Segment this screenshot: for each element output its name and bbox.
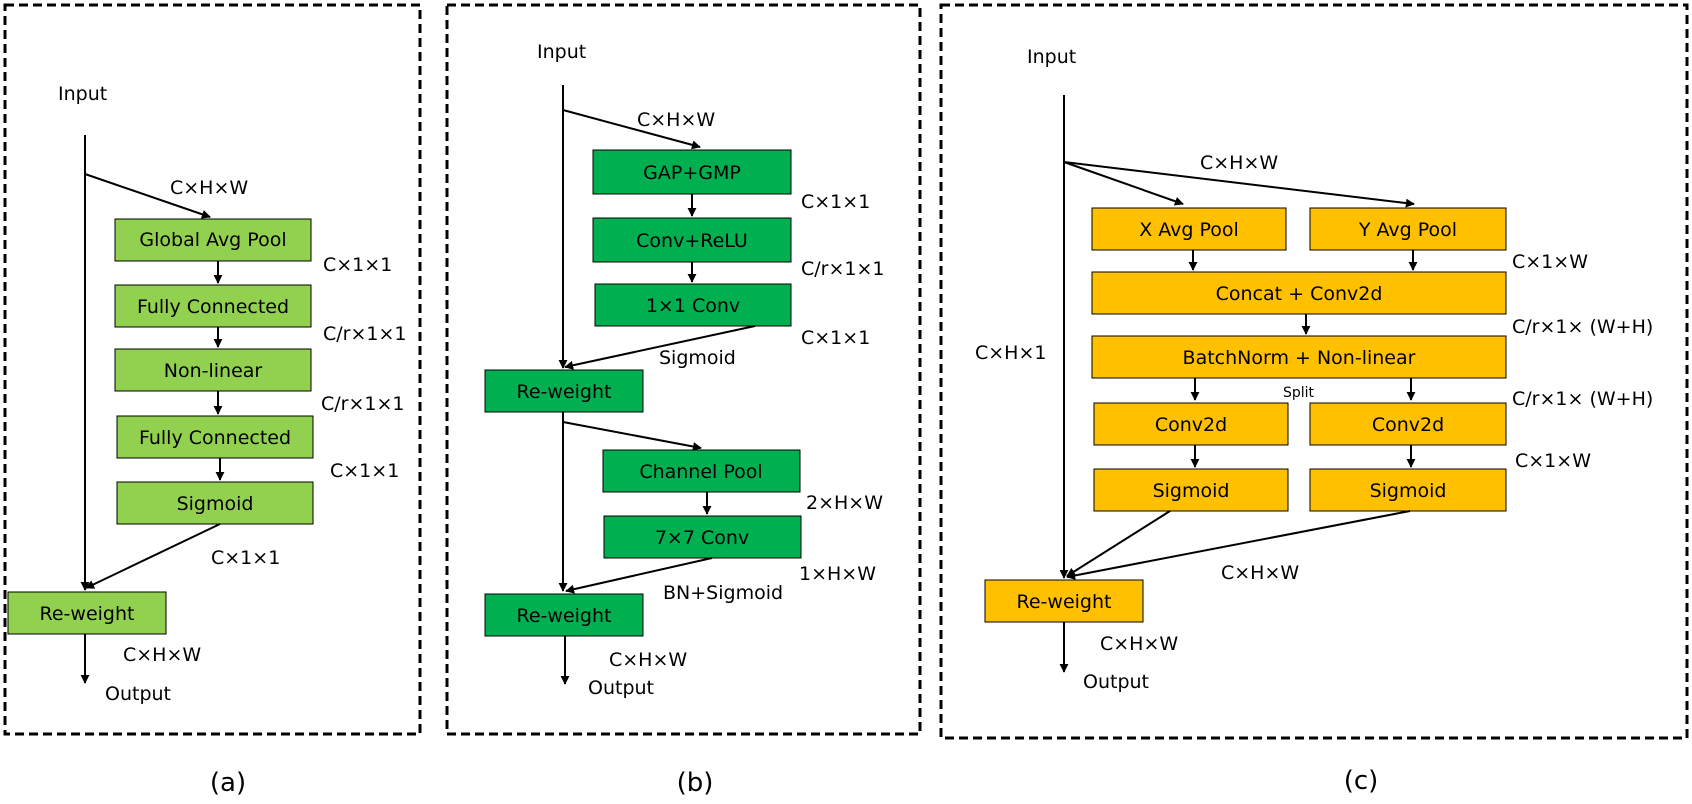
panel-b-dim-output: C×H×W bbox=[609, 649, 687, 671]
panel-c-sigmoid-right-to-reweight-arrow bbox=[1066, 510, 1411, 580]
panel-a-sigmoid-box bbox=[116, 481, 314, 525]
panel-a-dim-nonlinear: C/r×1×1 bbox=[321, 393, 405, 415]
panel-b-7x7-conv-box bbox=[603, 515, 802, 559]
panel-c-sigmoid-right-label: Sigmoid bbox=[1370, 480, 1447, 502]
panel-b-reweight-1-label: Re-weight bbox=[517, 381, 612, 403]
panel-b-dim-7x7: 1×H×W bbox=[799, 563, 876, 585]
panel-b-sigmoid-label: Sigmoid bbox=[659, 347, 736, 369]
panel-a-fully-connected-2-label: Fully Connected bbox=[139, 427, 291, 449]
panel-b-dim-1x1: C×1×1 bbox=[801, 327, 870, 349]
panel-b-caption: (b) bbox=[677, 768, 714, 798]
panel-c-branch-y-arrow bbox=[1063, 161, 1415, 208]
panel-a-dim-output: C×H×W bbox=[123, 644, 201, 666]
panel-c-concat-conv2d-label: Concat + Conv2d bbox=[1216, 283, 1383, 305]
panel-a-fully-connected-2-box bbox=[116, 415, 314, 459]
panel-a-caption: (a) bbox=[210, 768, 246, 798]
panel-b-channel-pool-box bbox=[602, 449, 801, 493]
panel-c-reweight-label: Re-weight bbox=[1017, 591, 1112, 613]
panel-c-x-avg-pool-box bbox=[1091, 207, 1287, 251]
panel-c-branch-x-arrow bbox=[1063, 161, 1184, 206]
panel-c-frame bbox=[939, 3, 1689, 740]
panel-a: Input C×H×W Global Avg Pool C×1×1 Fully … bbox=[3, 3, 422, 798]
panel-a-dim-fc1: C/r×1×1 bbox=[323, 323, 407, 345]
panel-c-dim-pool: C×1×W bbox=[1512, 251, 1588, 273]
panel-c-conv2d-right-box bbox=[1309, 402, 1507, 446]
panel-c-dim-input: C×H×W bbox=[1200, 152, 1278, 174]
panel-c-conv2d-right-label: Conv2d bbox=[1372, 414, 1444, 436]
panel-b-reweight-2-label: Re-weight bbox=[517, 605, 612, 627]
panel-b-dim-channel-pool: 2×H×W bbox=[806, 492, 883, 514]
panel-b-channel-pool-label: Channel Pool bbox=[639, 461, 762, 483]
panel-b: Input C×H×W GAP+GMP C×1×1 Conv+ReLU C/r×… bbox=[445, 3, 922, 798]
panel-a-global-avg-pool-box bbox=[114, 218, 312, 262]
panel-b-1x1-conv-box bbox=[594, 283, 792, 327]
panel-b-conv-relu-box bbox=[592, 217, 792, 263]
panel-a-fully-connected-1-label: Fully Connected bbox=[137, 296, 289, 318]
panel-b-reweight-2-box bbox=[484, 593, 644, 637]
panel-b-input-label: Input bbox=[537, 41, 586, 63]
panel-c-dim-residual: C×H×1 bbox=[975, 342, 1046, 364]
panel-a-input-label: Input bbox=[58, 83, 107, 105]
panel-c-dim-concat: C/r×1× (W+H) bbox=[1512, 316, 1653, 338]
panel-a-global-avg-pool-label: Global Avg Pool bbox=[139, 229, 286, 251]
panel-a-reweight-box bbox=[7, 591, 167, 635]
panel-b-7x7-conv-label: 7×7 Conv bbox=[655, 527, 749, 549]
panel-a-fully-connected-1-box bbox=[114, 284, 312, 328]
panel-c-dim-merge: C×H×W bbox=[1221, 562, 1299, 584]
panel-c-split-label: Split bbox=[1283, 385, 1315, 401]
panel-c-output-label: Output bbox=[1083, 671, 1149, 693]
panel-a-non-linear-label: Non-linear bbox=[164, 360, 263, 382]
panel-b-reweight-1-box bbox=[484, 369, 644, 413]
panel-b-conv-relu-label: Conv+ReLU bbox=[636, 230, 748, 252]
panel-c-batchnorm-box bbox=[1091, 335, 1507, 379]
panel-b-branch-arrow-1 bbox=[562, 109, 701, 150]
panel-c-dim-bn: C/r×1× (W+H) bbox=[1512, 388, 1653, 410]
panel-b-bn-sigmoid-label: BN+Sigmoid bbox=[663, 582, 783, 604]
panel-b-gap-gmp-label: GAP+GMP bbox=[643, 162, 741, 184]
panel-c-conv2d-left-box bbox=[1093, 402, 1289, 446]
panel-c-sigmoid-left-to-reweight-arrow bbox=[1066, 510, 1171, 577]
panel-c-batchnorm-label: BatchNorm + Non-linear bbox=[1183, 347, 1416, 369]
panel-a-non-linear-box bbox=[114, 348, 312, 392]
panel-b-output-label: Output bbox=[588, 677, 654, 699]
panel-b-1x1-conv-label: 1×1 Conv bbox=[646, 295, 740, 317]
panel-c-dim-output: C×H×W bbox=[1100, 633, 1178, 655]
panel-c-caption: (c) bbox=[1344, 766, 1379, 796]
panel-a-sigmoid-to-reweight-arrow bbox=[85, 523, 221, 589]
panel-c-x-avg-pool-label: X Avg Pool bbox=[1139, 219, 1239, 241]
panel-a-reweight-label: Re-weight bbox=[40, 603, 135, 625]
panel-b-gap-gmp-box bbox=[592, 149, 792, 195]
panel-a-dim-pool: C×1×1 bbox=[323, 254, 392, 276]
panel-b-dim-gap: C×1×1 bbox=[801, 191, 870, 213]
panel-c-dim-conv: C×1×W bbox=[1515, 450, 1591, 472]
panel-a-sigmoid-label: Sigmoid bbox=[177, 493, 254, 515]
panel-c-input-label: Input bbox=[1027, 46, 1076, 68]
panel-b-dim-conv-relu: C/r×1×1 bbox=[801, 258, 885, 280]
panel-b-7x7-to-reweight-arrow bbox=[565, 557, 713, 594]
panel-a-dim-input: C×H×W bbox=[170, 177, 248, 199]
panel-a-frame bbox=[3, 3, 422, 736]
panel-c-y-avg-pool-box bbox=[1309, 207, 1507, 251]
panel-c-sigmoid-left-box bbox=[1093, 468, 1289, 512]
panel-c-sigmoid-left-label: Sigmoid bbox=[1153, 480, 1230, 502]
panel-a-output-label: Output bbox=[105, 683, 171, 705]
panel-b-1x1-to-reweight-arrow bbox=[564, 325, 756, 370]
panel-b-dim-input: C×H×W bbox=[637, 109, 715, 131]
panel-b-branch-arrow-2 bbox=[562, 421, 702, 451]
panel-c: Input C×H×W C×H×1 X Avg Pool Y Avg Pool … bbox=[939, 3, 1689, 796]
panel-c-conv2d-left-label: Conv2d bbox=[1155, 414, 1227, 436]
panel-c-reweight-box bbox=[984, 579, 1144, 623]
panel-a-dim-fc2: C×1×1 bbox=[330, 460, 399, 482]
panel-a-dim-sigmoid: C×1×1 bbox=[211, 547, 280, 569]
panel-c-y-avg-pool-label: Y Avg Pool bbox=[1358, 219, 1457, 241]
panel-a-branch-arrow bbox=[84, 173, 211, 219]
panel-c-sigmoid-right-box bbox=[1309, 468, 1507, 512]
panel-c-concat-conv2d-box bbox=[1091, 271, 1507, 315]
